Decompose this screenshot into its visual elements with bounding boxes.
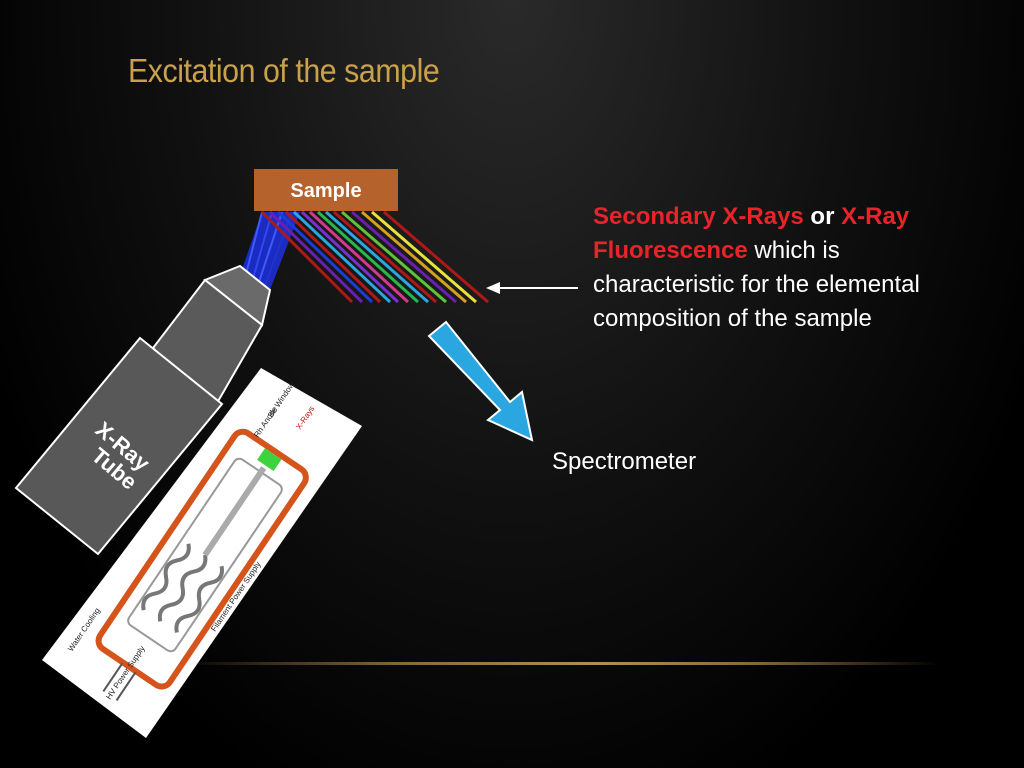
slide-title: Excitation of the sample — [128, 52, 440, 89]
fluorescence-callout: Secondary X-Rays or X-Ray Fluorescence w… — [593, 200, 963, 336]
xray-tube: X-Ray Tube — [14, 264, 272, 556]
sample-label: Sample — [290, 180, 361, 202]
callout-description: which is characteristic for the elementa… — [593, 237, 920, 332]
pointer-arrow — [486, 282, 578, 294]
callout-secondary-xrays: Secondary X-Rays — [593, 203, 804, 230]
fluorescence-rays — [260, 210, 489, 304]
spectrometer-label: Spectrometer — [552, 448, 697, 475]
primary-rays — [240, 211, 300, 290]
tube-schematic: X-Rays Be Window Rh Anode Filament Power… — [42, 368, 362, 738]
sample-box — [254, 169, 398, 211]
spectrometer-arrow — [427, 320, 534, 442]
decorative-divider — [180, 662, 940, 665]
callout-xray-fluorescence: X-Ray Fluorescence — [593, 203, 910, 264]
callout-or: or — [803, 203, 842, 230]
